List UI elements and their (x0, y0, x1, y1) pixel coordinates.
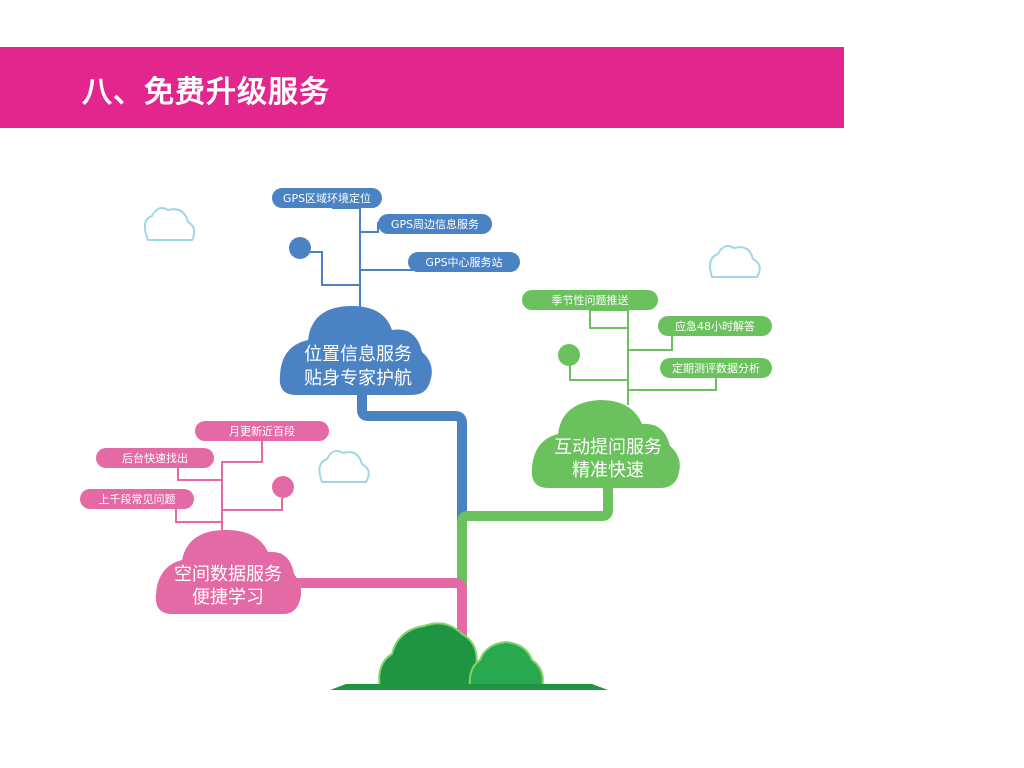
blue-item-label: GPS中心服务站 (425, 255, 502, 269)
green-item-pill: 季节性问题推送 (522, 290, 658, 310)
blue-item-pill: GPS区域环境定位 (272, 188, 382, 208)
green-service-cloud: 互动提问服务 精准快速 (531, 400, 680, 488)
blue-service-cloud: 位置信息服务 贴身专家护航 (279, 306, 432, 395)
sky-cloud-icon (709, 245, 761, 278)
green-item-pill: 应急48小时解答 (658, 316, 772, 336)
blue-cloud-line1: 位置信息服务 (304, 344, 412, 365)
pink-item-label: 上千段常见问题 (99, 492, 176, 506)
pink-service-cloud: 空间数据服务 便捷学习 (155, 530, 302, 614)
slide-title: 八、免费升级服务 (82, 75, 330, 110)
blue-item-label: GPS周边信息服务 (391, 217, 479, 231)
pink-item-label: 月更新近百段 (229, 424, 295, 438)
ground-strip (330, 684, 608, 690)
blue-node-dot (289, 237, 311, 259)
green-item-label: 季节性问题推送 (552, 293, 629, 307)
title-banner: 八、免费升级服务 (0, 47, 844, 128)
green-node-dot (558, 344, 580, 366)
green-item-label: 应急48小时解答 (675, 319, 755, 333)
green-item-label: 定期测评数据分析 (672, 361, 760, 375)
pink-item-pill: 上千段常见问题 (80, 489, 194, 509)
green-cloud-line1: 互动提问服务 (554, 437, 662, 458)
pink-item-pill: 后台快速找出 (96, 448, 214, 468)
green-item-pill: 定期测评数据分析 (660, 358, 772, 378)
pink-branch-line (290, 578, 467, 640)
blue-item-label: GPS区域环境定位 (283, 191, 371, 205)
pink-item-pill: 月更新近百段 (195, 421, 329, 441)
blue-item-pill: GPS中心服务站 (408, 252, 520, 272)
sky-cloud-icon (143, 207, 196, 241)
blue-item-pill: GPS周边信息服务 (378, 214, 492, 234)
pink-item-label: 后台快速找出 (122, 451, 188, 465)
pink-node-dot (272, 476, 294, 498)
green-branch-line (457, 470, 613, 610)
pink-cloud-line1: 空间数据服务 (174, 564, 282, 585)
pink-connector-lines (175, 440, 283, 538)
blue-branch-line (357, 395, 467, 610)
pink-cloud-line2: 便捷学习 (192, 587, 264, 608)
blue-cloud-line2: 贴身专家护航 (304, 368, 412, 389)
green-cloud-line2: 精准快速 (572, 460, 644, 481)
bush-icon (378, 622, 544, 689)
sky-cloud-icon (318, 450, 370, 483)
